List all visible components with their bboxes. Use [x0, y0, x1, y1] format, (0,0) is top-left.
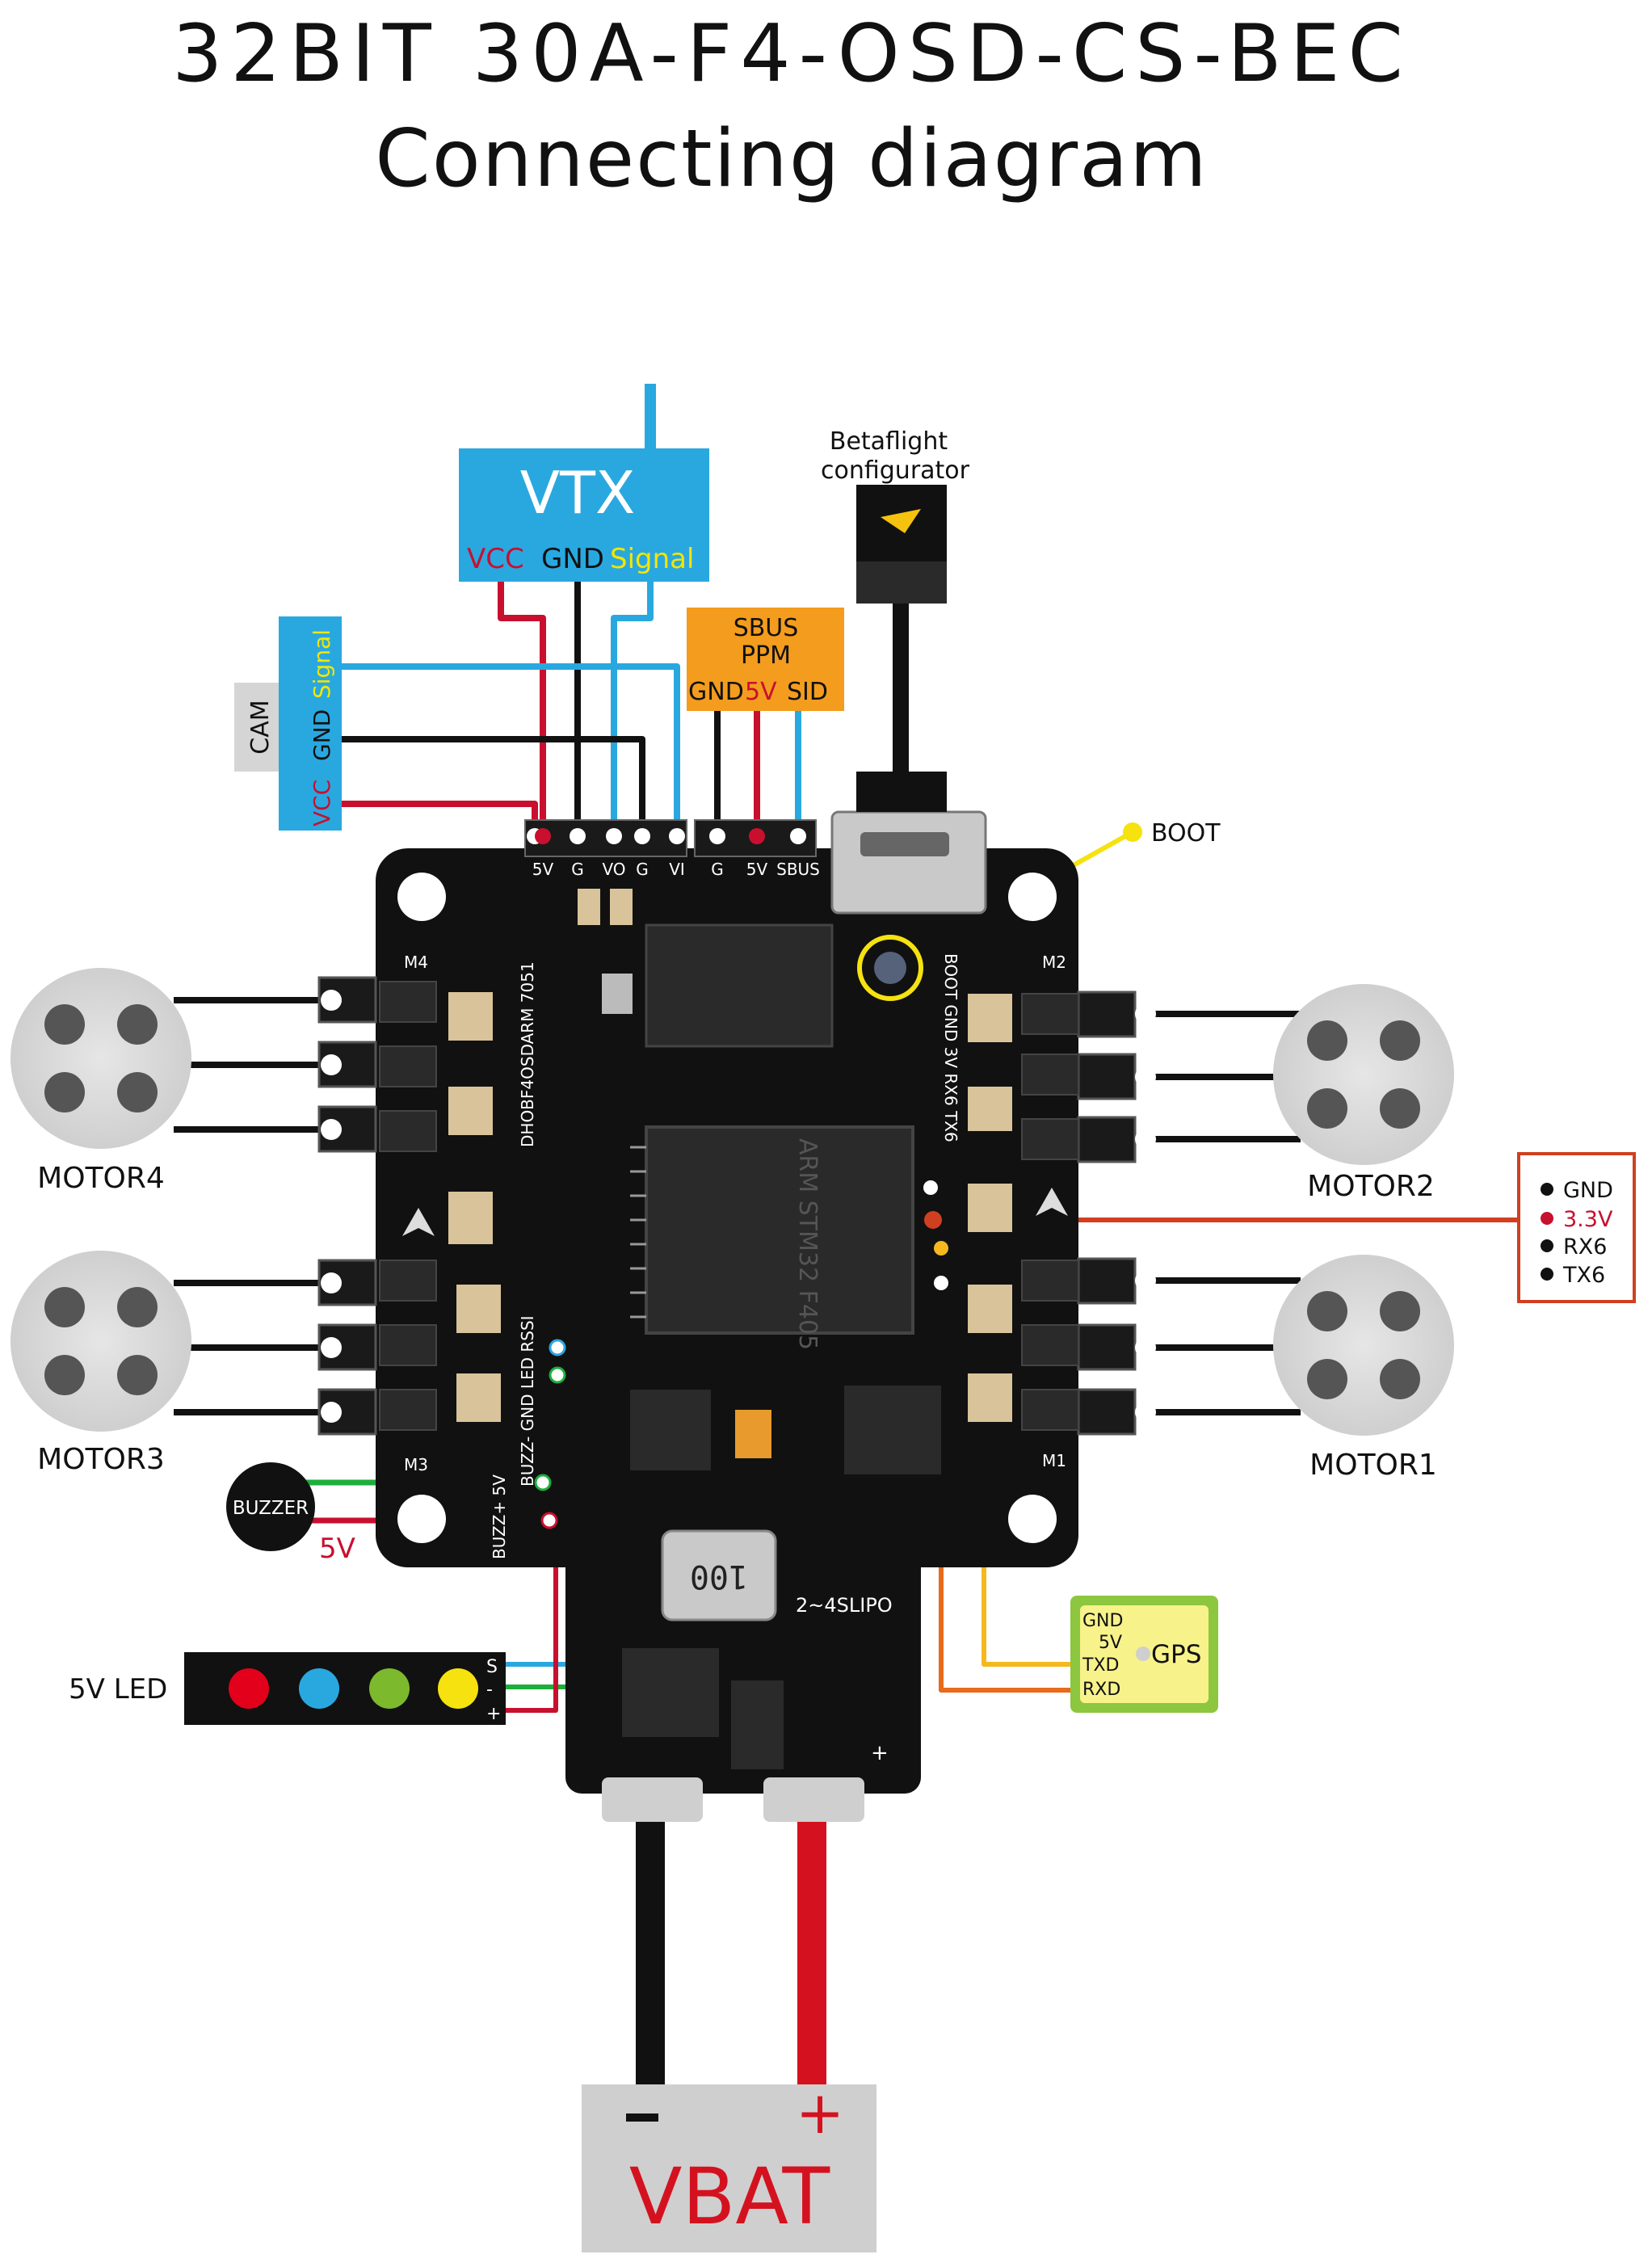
- board-id-label: DHOBF4OSDARM 7051: [518, 961, 537, 1147]
- pad-label: G: [636, 860, 649, 879]
- vbat-label: VBAT: [629, 2151, 830, 2242]
- pad-label: 5V: [746, 860, 768, 879]
- motor1-label: MOTOR1: [1309, 1449, 1437, 1482]
- sbus-gnd-label: GND: [688, 678, 744, 706]
- buzzer-voltage-label: 5V: [319, 1533, 355, 1565]
- buzzer-label: BUZZER: [233, 1498, 309, 1519]
- motor-2: MOTOR2: [1273, 984, 1454, 1203]
- gps-gnd-label: GND: [1082, 1611, 1123, 1631]
- motor4-label: MOTOR4: [37, 1162, 165, 1195]
- uart-side-label: BOOT GND 3V RX6 TX6: [941, 953, 961, 1142]
- configurator-label-line2: configurator: [821, 456, 970, 485]
- vtx-signal-label: Signal: [610, 543, 694, 575]
- battery-minus-sign: [626, 2113, 658, 2122]
- uart-rx6-label: RX6: [1563, 1234, 1607, 1260]
- betaflight-configurator: Betaflight configurator: [821, 427, 970, 812]
- boot-label: BOOT: [1151, 819, 1221, 847]
- cam-signal-label: Signal: [309, 629, 335, 699]
- gps-5v-label: 5V: [1099, 1633, 1122, 1653]
- vtx-module: VTX VCC GND Signal: [459, 448, 709, 582]
- pad-label: G: [711, 860, 724, 879]
- motor2-label: MOTOR2: [1307, 1170, 1435, 1203]
- flight-controller-board: ARM STM32 F405 100: [317, 810, 1156, 1822]
- gps-module: GND 5V TXD RXD GPS: [1070, 1596, 1218, 1713]
- m1-label: M1: [1042, 1451, 1066, 1470]
- gps-rxd-label: RXD: [1082, 1680, 1120, 1700]
- lipo-label: 2~4SLIPO: [796, 1594, 893, 1617]
- configurator-label-line1: Betaflight: [830, 427, 948, 456]
- pad-label: VO: [602, 860, 625, 879]
- buzz-side-label: BUZZ+ 5V: [490, 1474, 509, 1559]
- camera: CAM VCC GND Signal: [234, 616, 342, 831]
- vtx-vcc-label: VCC: [467, 543, 524, 575]
- boot-marker: [1123, 822, 1142, 842]
- motor-1: MOTOR1: [1273, 1255, 1454, 1482]
- led-plus-label: +: [486, 1704, 501, 1724]
- vtx-gnd-label: GND: [541, 543, 604, 575]
- ppm-label: PPM: [741, 641, 791, 670]
- vtx-label: VTX: [520, 459, 636, 527]
- buzzer: BUZZER 5V: [226, 1462, 355, 1565]
- cam-gnd-label: GND: [309, 709, 335, 761]
- board-plus-label: +: [871, 1741, 889, 1765]
- led-label: 5V LED: [69, 1673, 167, 1706]
- battery: + VBAT: [582, 2079, 876, 2252]
- battery-plus-label: +: [796, 2079, 844, 2147]
- motor-4: MOTOR4: [11, 968, 191, 1195]
- sbus-5v-label: 5V: [745, 678, 777, 706]
- led-strip: 5V LED S - +: [69, 1652, 506, 1725]
- uart-3v3-label: 3.3V: [1563, 1207, 1613, 1232]
- betaflight-logo-icon: [881, 509, 921, 533]
- motor-3: MOTOR3: [11, 1251, 191, 1476]
- led-minus-label: -: [486, 1680, 493, 1700]
- sbus-label: SBUS: [734, 614, 799, 642]
- led-s-label: S: [486, 1657, 498, 1677]
- mcu-label: ARM STM32 F405: [793, 1138, 822, 1350]
- m4-label: M4: [404, 953, 428, 972]
- pad-label: 5V: [532, 860, 554, 879]
- pad-label: VI: [669, 860, 685, 879]
- uart-tx6-label: TX6: [1562, 1263, 1605, 1288]
- cam-vcc-label: VCC: [309, 780, 335, 826]
- pad-label: SBUS: [776, 860, 820, 879]
- diagram-subtitle: Connecting diagram: [375, 113, 1209, 205]
- gps-label: GPS: [1151, 1640, 1201, 1669]
- gps-txd-label: TXD: [1082, 1655, 1119, 1676]
- m3-label: M3: [404, 1455, 428, 1474]
- m2-label: M2: [1042, 953, 1066, 972]
- diagram-title: 32BIT 30A-F4-OSD-CS-BEC: [172, 8, 1411, 100]
- motor3-label: MOTOR3: [37, 1443, 165, 1476]
- cam-label: CAM: [246, 700, 275, 754]
- led-side-label: BUZZ- GND LED RSSI: [518, 1315, 537, 1487]
- uart-gnd-label: GND: [1563, 1178, 1613, 1203]
- uart6-box: GND 3.3V RX6 TX6: [1517, 1152, 1636, 1303]
- sbus-sid-label: SID: [787, 678, 828, 706]
- inductor-label: 100: [690, 1558, 748, 1595]
- sbus-receiver: SBUS PPM GND 5V SID: [687, 608, 844, 711]
- pad-label: G: [571, 860, 584, 879]
